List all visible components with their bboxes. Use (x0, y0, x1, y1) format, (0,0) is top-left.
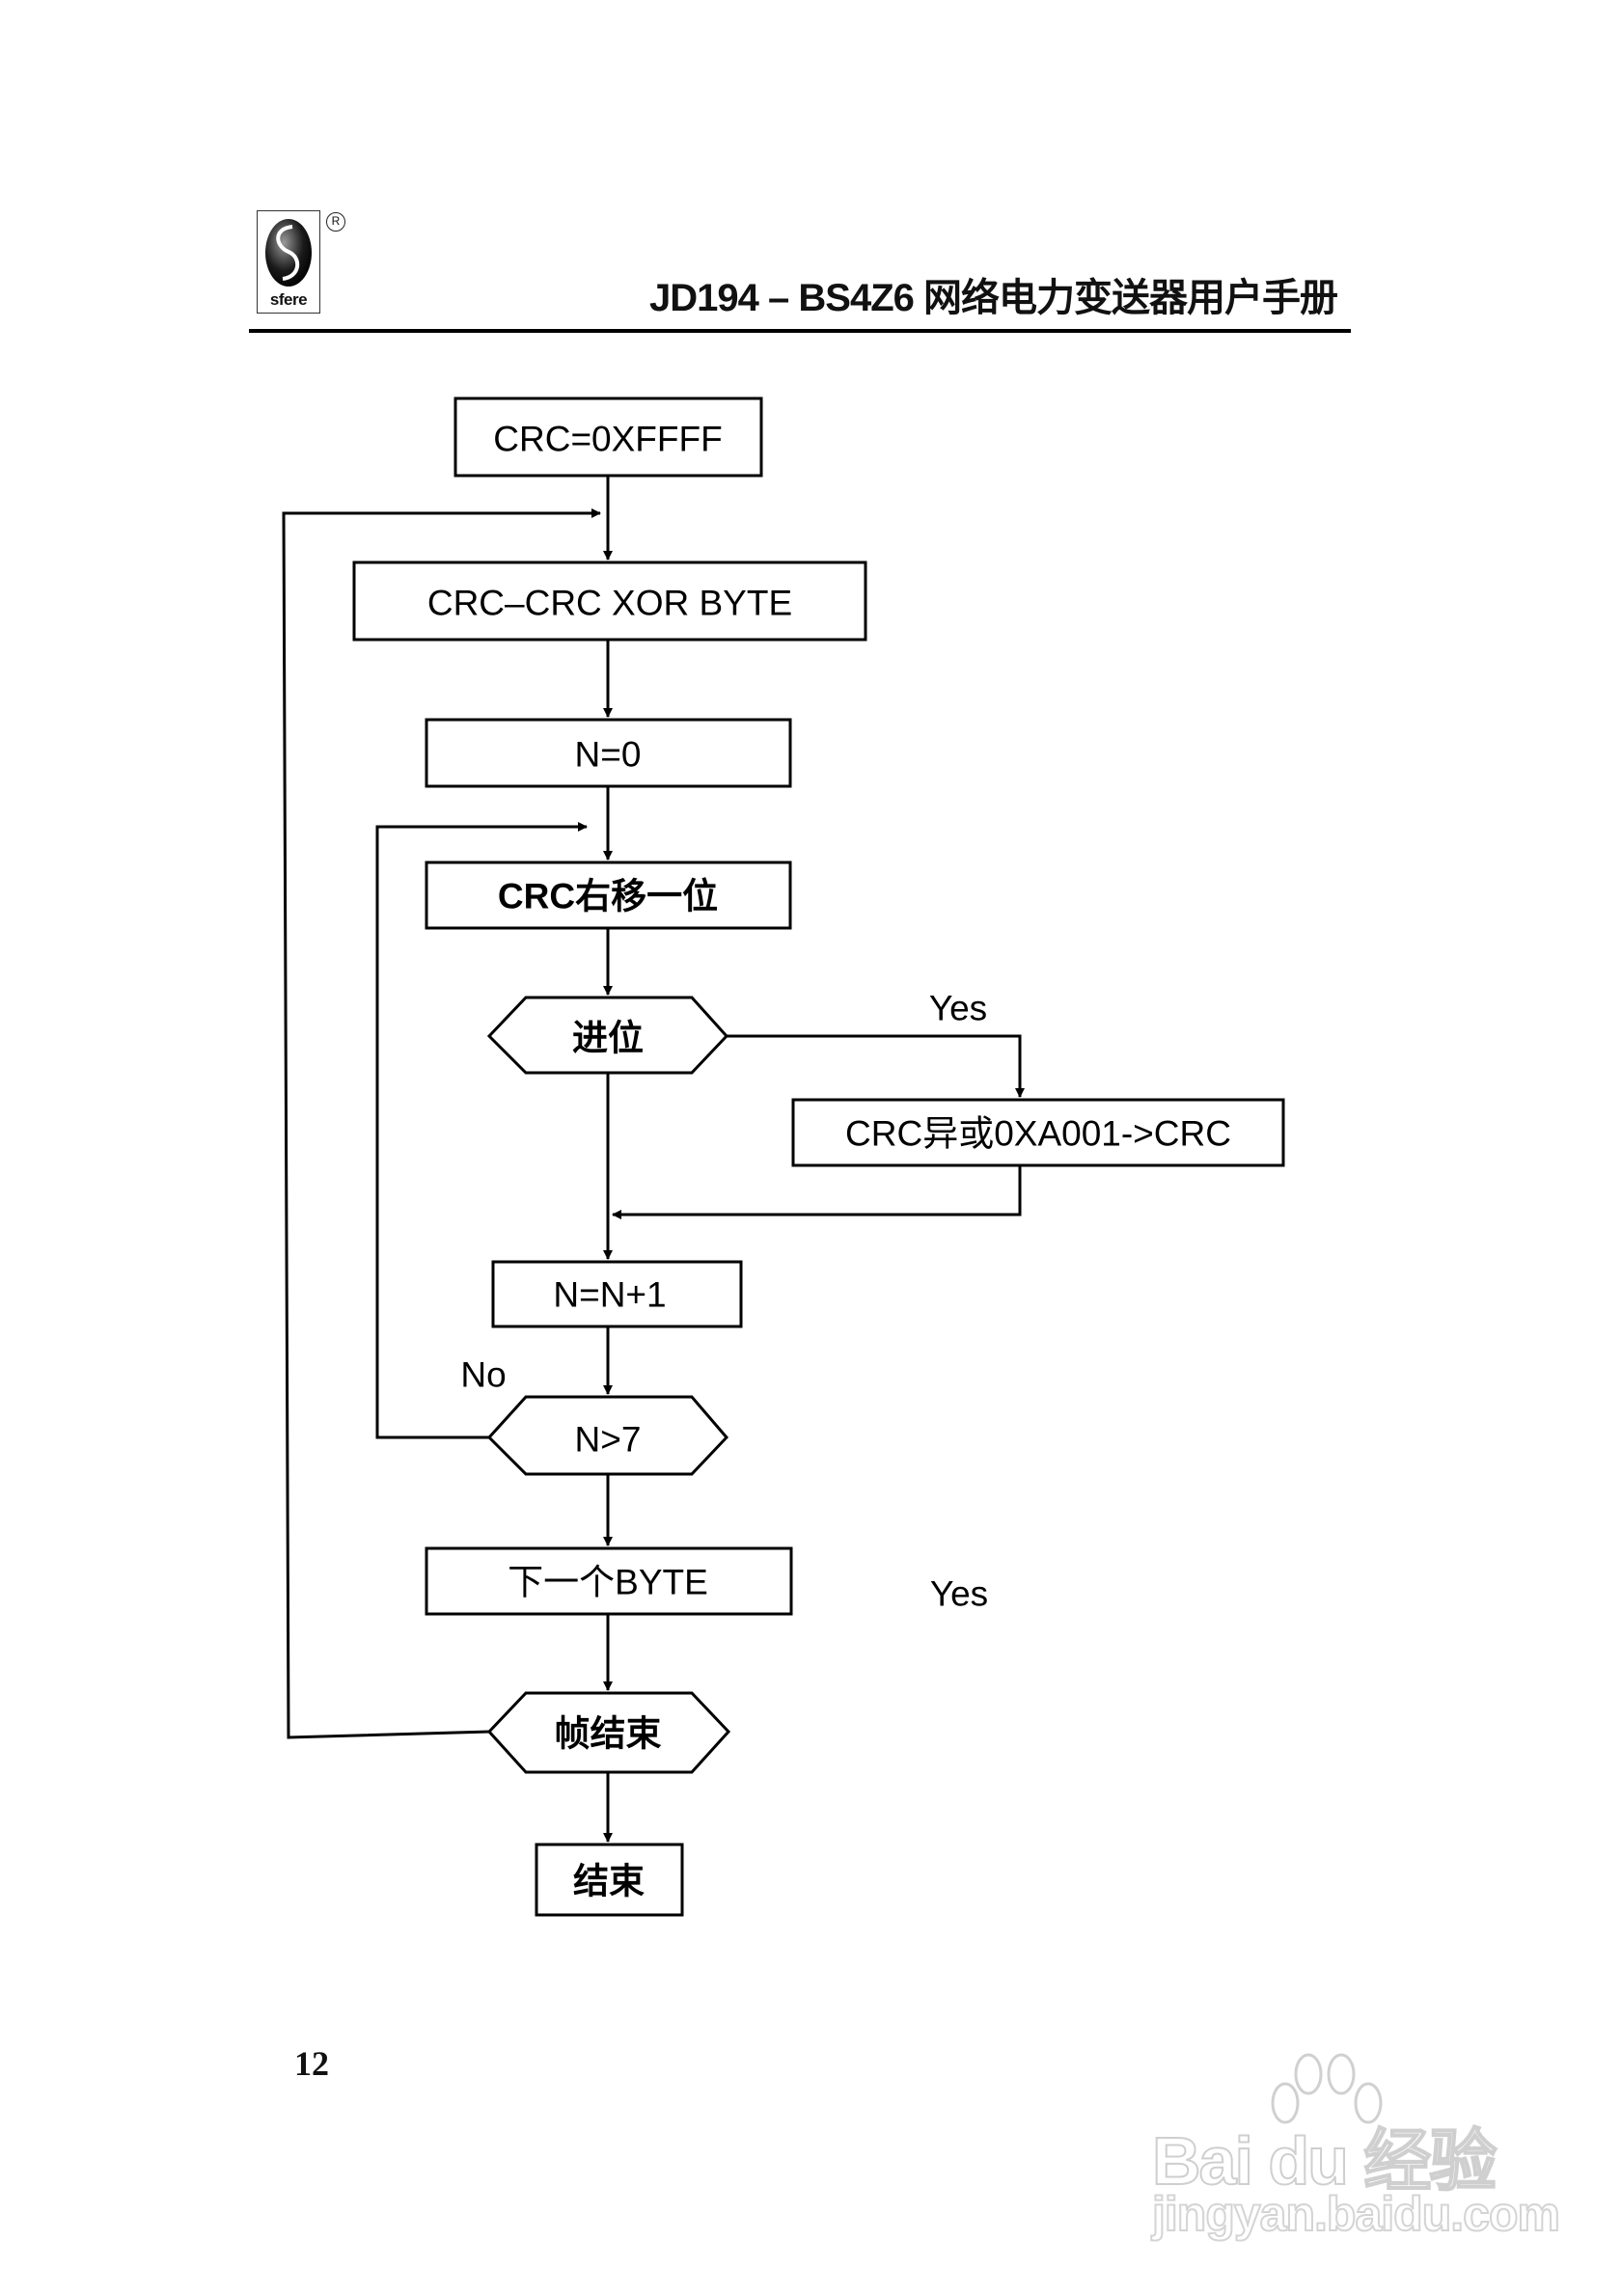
node-frame-end (486, 1691, 731, 1774)
edge-label-carry-yes: Yes (929, 989, 987, 1028)
document-title: JD194 – BS4Z6 网络电力变送器用户手册 (649, 277, 1338, 319)
label-n-gt-7: N>7 (575, 1420, 642, 1460)
node-n-zero (425, 718, 792, 788)
paw-icon (1271, 2053, 1383, 2124)
edge-label-ngt7-no: No (460, 1355, 506, 1395)
label-n-inc: N=N+1 (553, 1275, 666, 1315)
edge-carry-yes-to-xorpoly (727, 1034, 1025, 1098)
label-init: CRC=0XFFFF (493, 420, 722, 459)
header-rule (249, 329, 1351, 333)
node-init (453, 396, 763, 478)
node-next-byte (425, 1546, 793, 1616)
edge-xorpoly-return (612, 1165, 1022, 1219)
label-next-byte: 下一个BYTE (508, 1563, 708, 1602)
node-n-gt-7 (486, 1395, 729, 1476)
label-xor-poly: CRC异或0XA001->CRC (845, 1114, 1231, 1154)
label-shift-right: CRC右移一位 (498, 877, 718, 916)
edge-frameend-loop (282, 508, 601, 1739)
node-xor-byte (352, 560, 867, 642)
watermark-brand: Bai du 经验 (1151, 2122, 1497, 2200)
label-xor-byte: CRC–CRC XOR BYTE (427, 584, 792, 623)
registered-trademark-icon: R (326, 212, 345, 232)
logo-wordmark: sfere (269, 290, 308, 309)
node-carry (486, 996, 729, 1075)
node-xor-poly (791, 1098, 1285, 1167)
baidu-jingyan-watermark: Bai du 经验 jingyan.baidu.com (1151, 2053, 1561, 2242)
logo-s-icon (265, 219, 312, 287)
label-carry: 进位 (572, 1019, 644, 1058)
edge-label-frameend-yes: Yes (930, 1574, 988, 1614)
node-end (535, 1843, 684, 1917)
node-n-inc (491, 1260, 743, 1328)
watermark-url: jingyan.baidu.com (1151, 2186, 1561, 2242)
label-end: 结束 (573, 1862, 645, 1901)
node-shift-right (425, 861, 792, 930)
sfere-logo: sfere (257, 210, 320, 314)
label-n-zero: N=0 (575, 735, 642, 775)
edge-ngt7-no-loop (375, 822, 588, 1439)
page-number: 12 (294, 2044, 329, 2083)
label-frame-end: 帧结束 (555, 1714, 662, 1754)
